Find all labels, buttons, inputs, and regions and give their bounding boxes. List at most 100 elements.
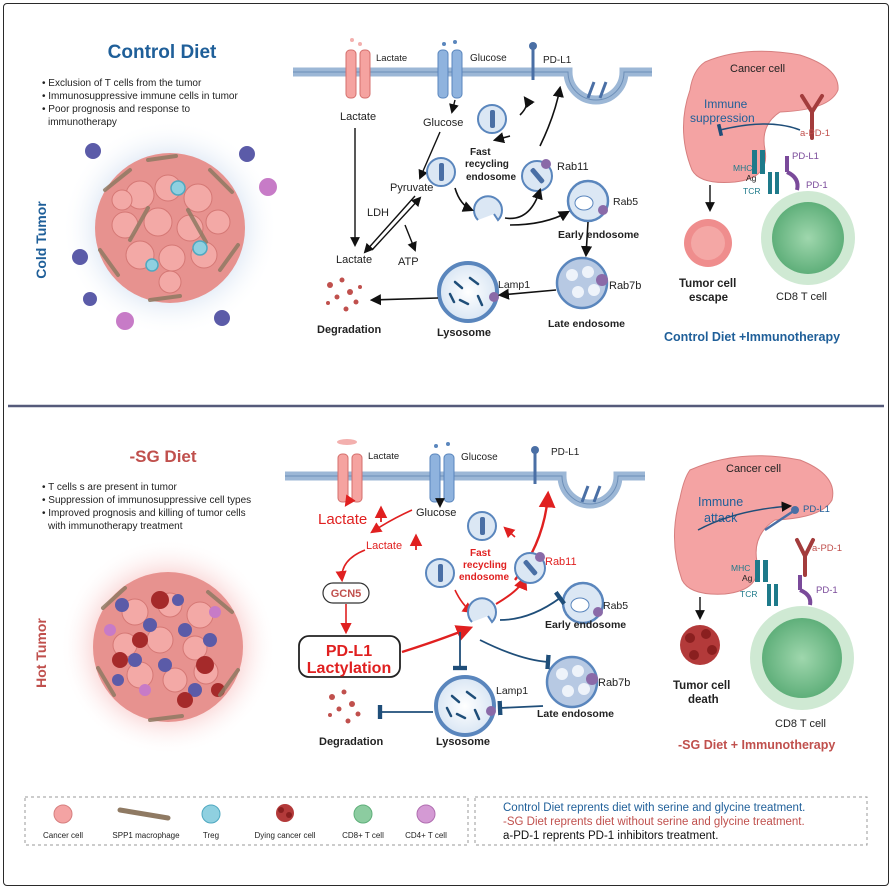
immune-state-line2: suppression bbox=[690, 111, 755, 125]
sg-immunotherapy-caption: -SG Diet + Immunotherapy bbox=[678, 738, 835, 752]
legend-dying-label: Dying cancer cell bbox=[255, 831, 316, 840]
legend-treg: Treg bbox=[201, 804, 221, 840]
sg-lamp1-label: Lamp1 bbox=[496, 685, 528, 697]
legend-cd4-cell: CD4+ T cell bbox=[405, 804, 447, 840]
rab5-label: Rab5 bbox=[613, 196, 638, 208]
fast-label-line3: endosome bbox=[466, 172, 516, 183]
sg-cancer-cell bbox=[674, 455, 834, 595]
sg-fast-line2: recycling bbox=[463, 560, 507, 571]
legend-treg-label: Treg bbox=[203, 831, 219, 840]
legend-cd4-label: CD4+ T cell bbox=[405, 831, 447, 840]
sg-rab11-label: Rab11 bbox=[545, 556, 577, 568]
sg-fast-line3: endosome bbox=[459, 572, 509, 583]
pyruvate-label: Pyruvate bbox=[390, 182, 433, 194]
sg-early-endosome bbox=[561, 581, 605, 625]
sg-glucose-label: Glucose bbox=[416, 507, 456, 519]
ldh-label: LDH bbox=[367, 207, 389, 219]
note-apd1: a-PD-1 reprents PD-1 inhibitors treatmen… bbox=[503, 830, 718, 842]
sg-degradation-fragments bbox=[328, 689, 361, 724]
lactate-up-label: Lactate bbox=[318, 511, 367, 528]
hot-tumor-label: Hot Tumor bbox=[33, 618, 49, 688]
fate-line1: Tumor cell bbox=[679, 278, 736, 290]
sg-late-endosome bbox=[545, 655, 599, 709]
sg-ag-label: Ag bbox=[742, 573, 753, 583]
sg-rab7b-label: Rab7b bbox=[598, 677, 630, 689]
attack-arrow bbox=[697, 501, 793, 531]
sg-diet-title: -SG Diet bbox=[129, 447, 196, 466]
legend-macrophage: SPP1 macrophage bbox=[112, 807, 180, 840]
control-lysosome bbox=[437, 261, 499, 323]
note-control: Control Diet reprents diet with serine a… bbox=[503, 802, 805, 814]
cell-legend-box bbox=[24, 796, 469, 846]
sg-cd8-t-cell bbox=[750, 606, 854, 710]
sg-lactate-transporter bbox=[337, 439, 363, 503]
sg-early-endosome-label: Early endosome bbox=[545, 619, 626, 631]
dying-tumor-cell bbox=[680, 625, 720, 665]
sg-immune-state-line1: Immune bbox=[698, 495, 743, 509]
gcn5-box bbox=[322, 582, 370, 604]
cd8-label: CD8 T cell bbox=[776, 291, 827, 303]
sg-endocytic-pit bbox=[580, 485, 602, 503]
membrane-lactate-label: Lactate bbox=[376, 53, 407, 64]
lysosome-label: Lysosome bbox=[437, 327, 491, 339]
sg-bullet-3: • Improved prognosis and killing of tumo… bbox=[42, 508, 246, 519]
control-cancer-cell bbox=[683, 50, 839, 183]
control-diet-title: Control Diet bbox=[108, 42, 217, 63]
control-cell-membrane bbox=[293, 67, 652, 105]
sg-anti-pd1-antibody bbox=[795, 538, 815, 606]
tcr-label: TCR bbox=[743, 186, 760, 196]
lamp1-label: Lamp1 bbox=[498, 279, 530, 291]
legend-dying-cancer-cell: Dying cancer cell bbox=[255, 804, 316, 840]
sg-fate-line2: death bbox=[688, 694, 719, 706]
sg-inhibition-lines bbox=[377, 590, 566, 720]
mhc-tcr-complex bbox=[752, 150, 800, 194]
rab11-label: Rab11 bbox=[557, 161, 589, 173]
figure-frame bbox=[3, 3, 889, 886]
sg-late-endosome-label: Late endosome bbox=[537, 708, 614, 720]
control-immunotherapy-caption: Control Diet +Immunotherapy bbox=[664, 330, 840, 344]
control-bullet-4: immunotherapy bbox=[48, 117, 117, 128]
sg-immune-state-line2: attack bbox=[704, 511, 738, 525]
notes-box bbox=[474, 796, 868, 846]
glucose-label: Glucose bbox=[423, 117, 463, 129]
control-recycling-vesicles bbox=[426, 104, 553, 222]
membrane-pdl1-label: PD-L1 bbox=[543, 55, 572, 66]
sg-pdl1-immune-label: PD-L1 bbox=[803, 504, 830, 515]
hot-tumor-illustration bbox=[60, 539, 276, 755]
sg-cell-membrane bbox=[285, 471, 645, 509]
fast-label-line1: Fast bbox=[470, 147, 491, 158]
control-trafficking-arrows bbox=[369, 85, 593, 306]
cancer-cell-label: Cancer cell bbox=[730, 63, 785, 75]
sg-degradation-label: Degradation bbox=[319, 736, 383, 748]
sg-apd1-label: a-PD-1 bbox=[812, 543, 842, 554]
late-endosome-label: Late endosome bbox=[548, 318, 625, 330]
note-sg: -SG Diet reprents diet without serine an… bbox=[503, 816, 805, 828]
control-lactate-transporter bbox=[345, 38, 371, 99]
fast-label-line2: recycling bbox=[465, 159, 509, 170]
intracellular-lactate-label: Lactate bbox=[340, 111, 376, 123]
control-late-endosome bbox=[555, 256, 609, 310]
sg-membrane-glucose-label: Glucose bbox=[461, 452, 498, 463]
immune-state-line1: Immune bbox=[704, 97, 748, 111]
atp-label: ATP bbox=[398, 256, 419, 268]
legend-cancer-cell: Cancer cell bbox=[43, 804, 83, 840]
sg-mhc-label: MHC bbox=[731, 563, 750, 573]
sg-lysosome-label: Lysosome bbox=[436, 736, 490, 748]
control-endocytic-pit bbox=[586, 81, 608, 99]
rab7b-label: Rab7b bbox=[609, 280, 641, 292]
pdl1-immune-label: PD-L1 bbox=[792, 151, 819, 162]
control-pdl1-receptor bbox=[529, 42, 537, 80]
sg-mhc-tcr-complex bbox=[755, 560, 778, 606]
lactate-up-arrows bbox=[374, 505, 423, 550]
cd8-t-cell bbox=[761, 191, 855, 285]
control-bullet-2: • Immunosuppressive immune cells in tumo… bbox=[42, 91, 238, 102]
sg-fate-line1: Tumor cell bbox=[673, 680, 730, 692]
sg-recycling-vesicles bbox=[425, 511, 546, 624]
cold-outside-cells bbox=[72, 143, 277, 330]
escaping-tumor-cell bbox=[684, 219, 732, 267]
control-bullet-3: • Poor prognosis and response to bbox=[42, 104, 190, 115]
control-degradation-fragments bbox=[326, 277, 362, 312]
sg-bullet-2: • Suppression of immunosuppressive cell … bbox=[42, 495, 251, 506]
legend-cd8-cell: CD8+ T cell bbox=[342, 804, 384, 840]
degradation-label: Degradation bbox=[317, 324, 381, 336]
